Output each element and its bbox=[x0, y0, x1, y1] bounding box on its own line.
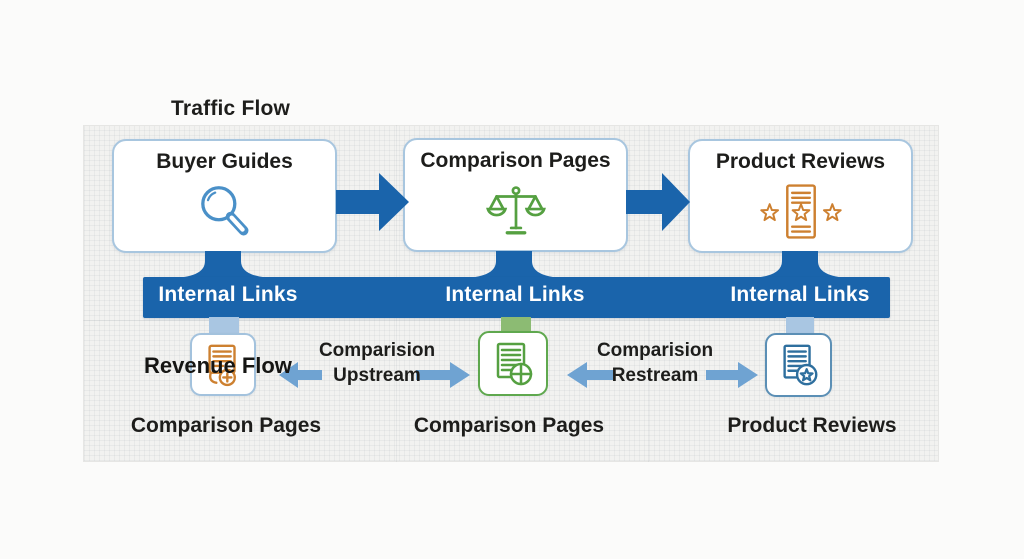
flow-note-line2: Restream bbox=[611, 365, 699, 386]
flow-box-title: Product Reviews bbox=[715, 150, 886, 173]
flow-note-line2: Upstream bbox=[333, 365, 421, 386]
connector-funnel-icon bbox=[745, 251, 855, 278]
flow-box-title: Comparison Pages bbox=[420, 149, 611, 172]
arrow-right-icon bbox=[706, 362, 758, 388]
tile-comparison-pages bbox=[478, 331, 548, 396]
tile-label-product-reviews: Product Reviews bbox=[727, 414, 897, 437]
banner-label: Internal Links bbox=[445, 283, 585, 306]
magnifier-icon bbox=[200, 185, 248, 235]
tile-product-reviews bbox=[765, 333, 832, 397]
document-add-icon bbox=[208, 344, 236, 386]
connector-stub bbox=[501, 317, 531, 334]
banner-label: Internal Links bbox=[730, 283, 870, 306]
document-star-icon bbox=[782, 344, 817, 386]
connector-stub bbox=[786, 317, 814, 334]
banner-label: Internal Links bbox=[158, 283, 298, 306]
arrow-right-icon bbox=[416, 362, 470, 388]
flow-box-title: Buyer Guides bbox=[156, 150, 293, 173]
tile-label-comparison-pages: Comparison Pages bbox=[413, 414, 605, 437]
arrow-left-icon bbox=[279, 362, 322, 388]
tile-comparison-pages bbox=[190, 333, 256, 396]
arrow-left-icon bbox=[567, 362, 613, 388]
arrow-right-icon bbox=[336, 173, 409, 231]
review-stars-document-icon bbox=[759, 183, 842, 239]
flow-note-upstream: Comparision Upstream bbox=[319, 338, 435, 388]
internal-links-banner bbox=[143, 277, 890, 318]
flow-note-line1: Comparision bbox=[596, 340, 714, 361]
icon-wrap bbox=[192, 172, 258, 251]
revenue-flow-label: Revenue Flow bbox=[144, 353, 292, 378]
icon-wrap bbox=[754, 172, 848, 251]
connector-stub bbox=[209, 317, 239, 334]
balance-scale-icon bbox=[485, 185, 546, 234]
connector-funnel-icon bbox=[459, 251, 569, 278]
flow-box-buyer-guides: Buyer Guides bbox=[112, 139, 337, 253]
flow-box-comparison-pages: Comparison Pages bbox=[403, 138, 628, 252]
icon-wrap bbox=[485, 171, 547, 250]
flow-note-line1: Comparision bbox=[318, 340, 436, 361]
document-target-icon bbox=[496, 342, 533, 385]
flow-note-restream: Comparision Restream bbox=[597, 338, 713, 388]
page-title: Traffic Flow bbox=[171, 97, 291, 120]
tile-label-comparison-pages: Comparison Pages bbox=[130, 414, 322, 437]
flow-box-product-reviews: Product Reviews bbox=[688, 139, 913, 253]
arrow-right-icon bbox=[626, 173, 690, 231]
connector-funnel-icon bbox=[168, 251, 278, 278]
